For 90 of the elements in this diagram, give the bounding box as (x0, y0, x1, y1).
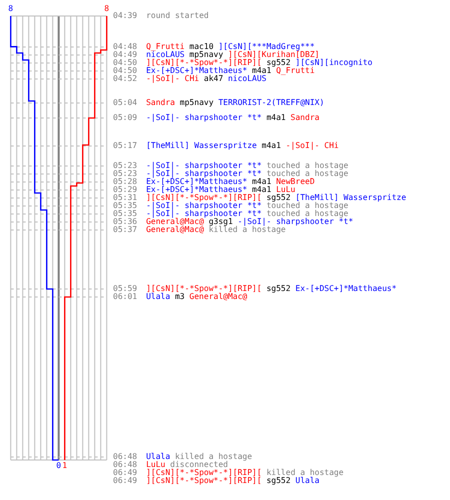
weapon-name: ak47 (204, 74, 224, 83)
weapon-name: g3sg1 (208, 217, 233, 226)
player-name: ][CsN][*-*Spow*-*][RIP][ (146, 58, 262, 67)
event-text: touched a hostage (266, 161, 348, 170)
player-name: -|SoI|- CHi (286, 141, 339, 150)
player-name: -|SoI|- sharpshooter *t* (146, 113, 262, 122)
timestamp: 05:17 (113, 141, 138, 150)
timestamp: 06:48 (113, 452, 138, 461)
player-name: -|SoI|- CHi (146, 74, 200, 83)
player-name: ][CsN][Kurihan[DBZ] (228, 50, 320, 59)
player-name: General@Mac@ (146, 217, 204, 226)
player-name: General@Mac@ (189, 292, 248, 301)
weapon-name: mp5navy (180, 98, 214, 107)
player-name: Sandra (146, 98, 175, 107)
event-text: touched a hostage (266, 201, 348, 210)
event-text: killed a hostage (208, 225, 286, 234)
weapon-name: m4a1 (252, 185, 272, 194)
player-name: Ulala (146, 292, 170, 301)
count-label: 1 (62, 462, 68, 470)
timestamp: 04:52 (113, 74, 138, 83)
count-label: 8 (8, 5, 14, 13)
timestamp: 05:04 (113, 98, 138, 107)
timestamp: 05:23 (113, 161, 138, 170)
timestamp: 05:35 (113, 201, 138, 210)
player-name: -|SoI|- sharpshooter *t* (146, 169, 262, 178)
weapon-name: m3 (174, 292, 185, 301)
timestamp: 06:48 (113, 460, 138, 469)
player-name: Q_Frutti (146, 42, 185, 51)
timestamp: 05:36 (113, 217, 138, 226)
player-name: -|SoI|- sharpshooter *t* (146, 161, 262, 170)
weapon-name: m4a1 (266, 113, 286, 122)
player-name: Ex-[+DSC+]*Matthaeus* (146, 66, 248, 75)
player-name: Ex-[+DSC+]*Matthaeus* (295, 284, 397, 293)
weapon-name: sg552 (266, 476, 291, 485)
player-name: LuLu (146, 460, 166, 469)
event-text: killed a hostage (174, 452, 252, 461)
player-name: ][CsN][*-*Spow*-*][RIP][ (146, 284, 262, 293)
event-text: touched a hostage (266, 209, 348, 218)
timestamp: 05:09 (113, 113, 138, 122)
weapon-name: mac10 (189, 42, 214, 51)
count-label: 0 (56, 462, 62, 470)
player-name: [TheMill] Wasserspritze (295, 193, 406, 202)
timestamp: 05:35 (113, 209, 138, 218)
player-name: LuLu (276, 185, 296, 194)
timestamp: 05:31 (113, 193, 138, 202)
player-name: Ex-[+DSC+]*Matthaeus* (146, 185, 248, 194)
timestamp: 04:48 (113, 42, 138, 51)
timestamp: 06:49 (113, 468, 138, 477)
timestamp: 05:23 (113, 169, 138, 178)
weapon-name: sg552 (266, 284, 291, 293)
timestamp: 04:39 (113, 11, 138, 20)
weapon-name: mp5navy (189, 50, 224, 59)
timestamp: 05:28 (113, 177, 138, 186)
timestamp: 06:01 (113, 292, 138, 301)
player-name: Ulala (146, 452, 170, 461)
weapon-name: sg552 (266, 193, 291, 202)
timestamp: 04:50 (113, 58, 138, 67)
player-name: -|SoI|- sharpshooter *t* (238, 217, 354, 226)
player-name: NewBreeD (276, 177, 315, 186)
player-name: Ex-[+DSC+]*Matthaeus* (146, 177, 248, 186)
player-name: ][CsN][***MadGreg*** (218, 42, 315, 51)
timestamp: 06:49 (113, 476, 138, 485)
event-text: round started (146, 11, 209, 20)
timestamp: 04:49 (113, 50, 138, 59)
player-name: [TheMill] Wasserspritze (146, 141, 257, 150)
player-name: -|SoI|- sharpshooter *t* (146, 201, 262, 210)
timestamp: 05:59 (113, 284, 138, 293)
count-label: 8 (104, 5, 110, 13)
weapon-name: sg552 (266, 58, 291, 67)
weapon-name: m4a1 (252, 177, 272, 186)
event-text: killed a hostage (266, 468, 344, 477)
player-name: ][CsN][*-*Spow*-*][RIP][ (146, 468, 262, 477)
player-name: ][CsN][*-*Spow*-*][RIP][ (146, 193, 262, 202)
timestamp: 04:50 (113, 66, 138, 75)
weapon-name: m4a1 (252, 66, 272, 75)
player-name: General@Mac@ (146, 225, 204, 234)
timestamp: 05:29 (113, 185, 138, 194)
player-name: ][CsN][*-*Spow*-*][RIP][ (146, 476, 262, 485)
player-name: Sandra (290, 113, 320, 122)
player-name: Q_Frutti (276, 66, 315, 75)
event-text: disconnected (170, 460, 228, 469)
player-name: nicoLAUS (146, 50, 185, 59)
timestamp: 05:37 (113, 225, 138, 234)
player-name: -|SoI|- sharpshooter *t* (146, 209, 262, 218)
player-name: ][CsN][incognito (295, 58, 372, 67)
player-name: Ulala (295, 476, 320, 485)
player-name: nicoLAUS (228, 74, 266, 83)
player-name: TERRORIST-2(TREFF@NIX) (218, 98, 324, 107)
event-text: touched a hostage (266, 169, 348, 178)
weapon-name: m4a1 (262, 141, 281, 150)
